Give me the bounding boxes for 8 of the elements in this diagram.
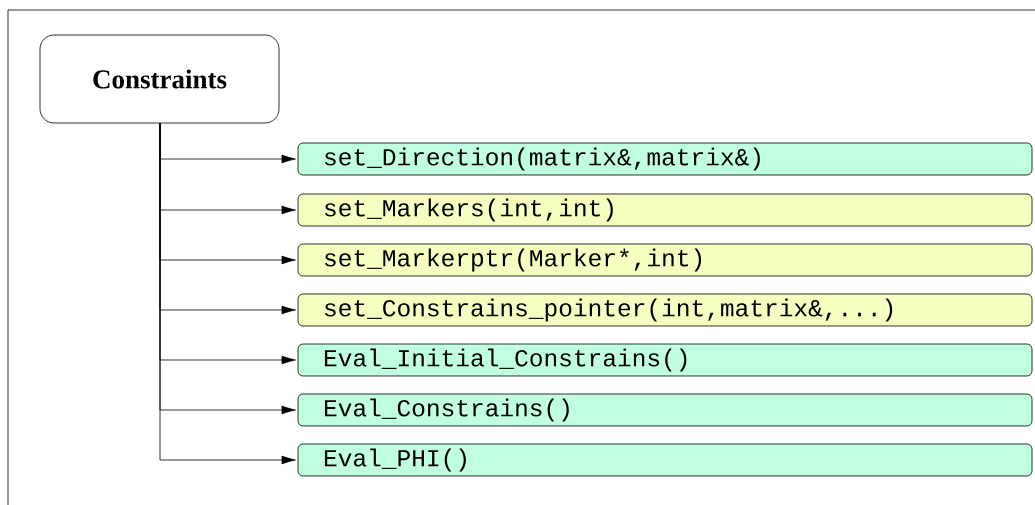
method-box: set_Markerptr(Marker*,int) <box>297 243 1033 277</box>
method-box: Eval_PHI() <box>297 443 1033 477</box>
class-box: Constraints <box>39 34 280 124</box>
method-box: Eval_Constrains() <box>297 393 1033 427</box>
method-box: set_Constrains_pointer(int,matrix&,...) <box>297 293 1033 327</box>
method-box: set_Direction(matrix&,matrix&) <box>297 142 1033 176</box>
method-box: set_Markers(int,int) <box>297 193 1033 227</box>
method-box: Eval_Initial_Constrains() <box>297 343 1033 377</box>
